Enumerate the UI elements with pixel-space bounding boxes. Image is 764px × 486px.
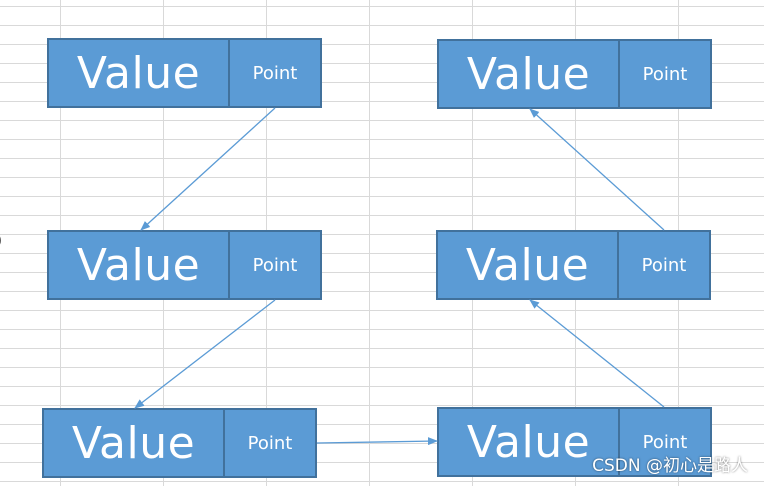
node-point-cell: Point (252, 254, 298, 276)
node-point-cell: Point (247, 432, 293, 454)
node-value-cell: Value (44, 410, 225, 476)
node-value-cell: Value (438, 232, 619, 298)
node-1: Value Point (47, 38, 322, 108)
node-point-cell: Point (252, 62, 298, 84)
node-value-cell: Value (439, 41, 620, 107)
edge-arrow-5-6 (529, 108, 665, 231)
edge-arrow-2-3 (134, 299, 276, 409)
node-point-cell: Point (642, 431, 688, 453)
edge-arrow-1-2 (140, 107, 276, 231)
node-3: Value Point (42, 408, 317, 478)
node-value-cell: Value (49, 232, 230, 298)
watermark-text: CSDN @初心是路人 (592, 456, 748, 476)
edge-glyph: ) (0, 232, 3, 246)
node-2: Value Point (47, 230, 322, 300)
node-5: Value Point (436, 230, 711, 300)
node-value-cell: Value (49, 40, 230, 106)
node-6: Value Point (437, 39, 712, 109)
node-value-cell: Value (439, 409, 620, 475)
node-4: Value Point (437, 407, 712, 477)
node-point-cell: Point (641, 254, 687, 276)
node-point-cell: Point (642, 63, 688, 85)
edge-arrow-4-5 (529, 299, 665, 408)
edge-arrow-3-4 (316, 437, 438, 446)
